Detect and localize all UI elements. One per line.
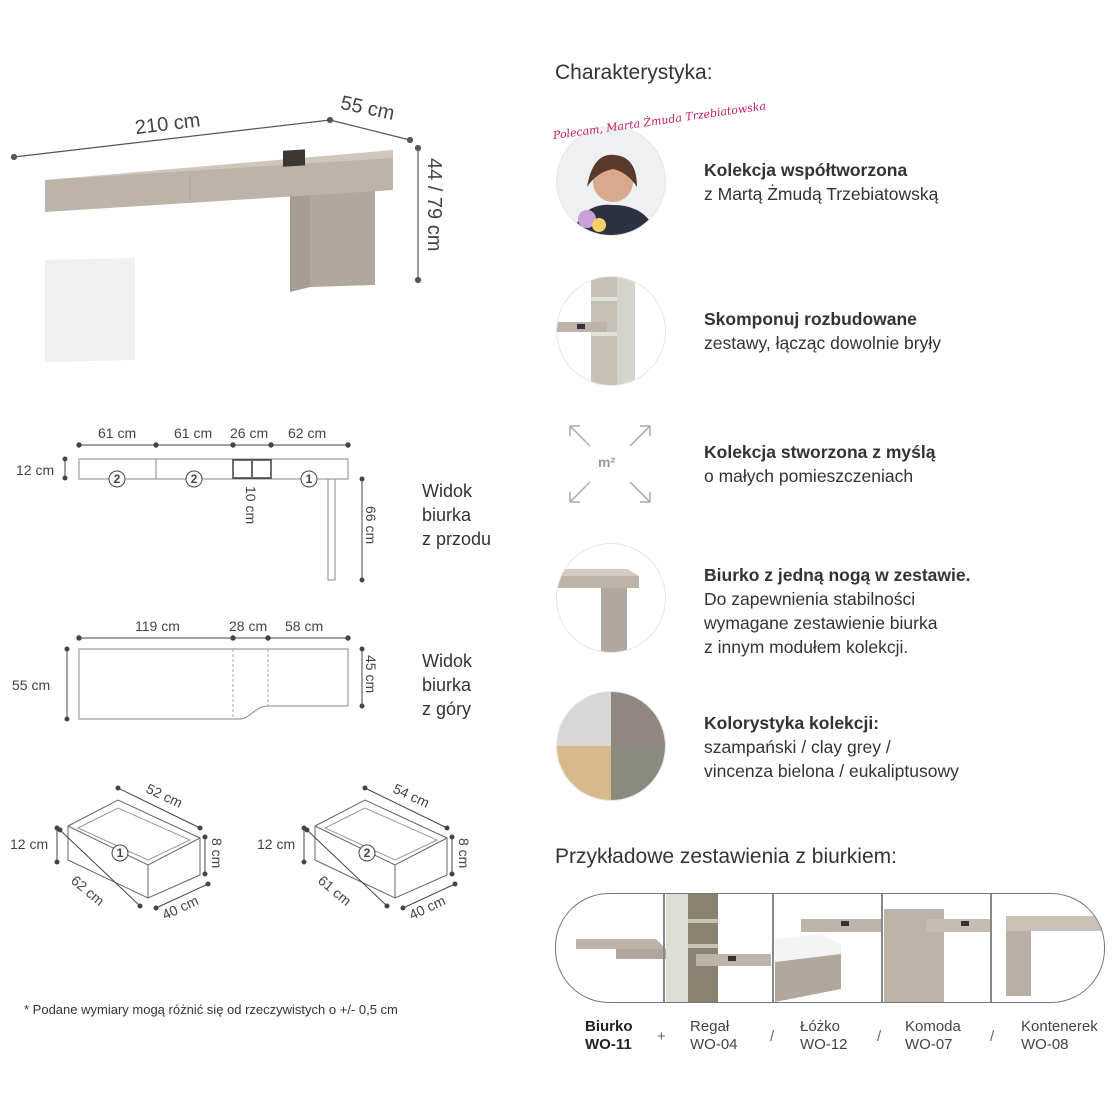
front-leg-height: 66 cm [363, 506, 379, 544]
drawer2-depth: 54 cm [391, 780, 432, 811]
footnote: * Podane wymiary mogą różnić się od rzec… [24, 1002, 398, 1017]
drawer2-height: 12 cm [257, 836, 295, 852]
separator: / [770, 1028, 775, 1045]
feature-one-leg: Biurko z jedną nogą w zestawie. Do zapew… [704, 565, 971, 657]
desk-3d-illustration: 210 cm 55 cm 44 / 79 cm [10, 92, 445, 362]
feature-colors: Kolorystyka kolekcji: szampański / clay … [704, 713, 959, 781]
drawer2-inner-height: 8 cm [456, 838, 472, 868]
separator: / [990, 1028, 995, 1045]
width-label: 210 cm [134, 109, 202, 139]
signature: Polecam, Marta Żmuda Trzebiatowska [552, 99, 767, 143]
drawer1-width: 62 cm [68, 872, 107, 909]
combinations-title: Przykładowe zestawienia z biurkiem: [555, 845, 897, 868]
top-depth: 55 cm [12, 677, 50, 693]
height-label: 44 / 79 cm [423, 158, 445, 251]
m2-expand-icon: m² [568, 424, 652, 504]
drawer-marker: 2 [191, 472, 198, 486]
drawer1-depth: 52 cm [144, 780, 185, 811]
drawer-marker: 1 [306, 472, 313, 486]
drawer1-height: 12 cm [10, 836, 48, 852]
color-swatch-icon [556, 691, 666, 801]
combinations-strip [555, 893, 1105, 1003]
drawer2-width: 61 cm [315, 872, 354, 909]
front-view-title: Widok biurka z przodu [422, 481, 492, 549]
front-width-4: 62 cm [288, 425, 326, 441]
depth-label: 55 cm [339, 92, 397, 125]
drawer-drawings: 12 cm 52 cm 62 cm 40 cm 8 cm 12 cm 54 cm… [10, 780, 472, 923]
top-view-drawing: 119 cm 28 cm 58 cm 55 cm 45 cm [12, 618, 379, 722]
portrait-icon [556, 126, 666, 236]
top-depth-right: 45 cm [363, 655, 379, 693]
drawer1-inner-height: 8 cm [209, 838, 225, 868]
shelf-desk-icon [556, 276, 666, 386]
top-width-1: 119 cm [135, 618, 180, 634]
front-width-1: 61 cm [98, 425, 136, 441]
characteristics-title: Charakterystyka: [555, 61, 713, 84]
drawer-marker: 2 [364, 846, 371, 860]
top-view-title: Widok biurka z góry [422, 651, 473, 719]
feature-cocreated: Kolekcja współtworzona z Martą Żmudą Trz… [704, 160, 939, 204]
front-inner-height: 10 cm [243, 486, 259, 524]
front-width-3: 26 cm [230, 425, 268, 441]
separator: / [877, 1028, 882, 1045]
front-width-2: 61 cm [174, 425, 212, 441]
drawer-marker: 2 [114, 472, 121, 486]
top-width-2: 28 cm [229, 618, 267, 634]
plus-sign: + [657, 1028, 666, 1045]
front-height: 12 cm [16, 462, 54, 478]
feature-compose: Skomponuj rozbudowane zestawy, łącząc do… [704, 309, 941, 353]
feature-small-rooms: Kolekcja stworzona z myślą o małych pomi… [704, 442, 936, 486]
drawer-marker: 1 [117, 846, 124, 860]
top-width-3: 58 cm [285, 618, 323, 634]
desk-leg-icon [556, 543, 666, 653]
front-view-drawing: 61 cm 61 cm 26 cm 62 cm 12 cm 10 cm 66 c… [16, 425, 379, 583]
